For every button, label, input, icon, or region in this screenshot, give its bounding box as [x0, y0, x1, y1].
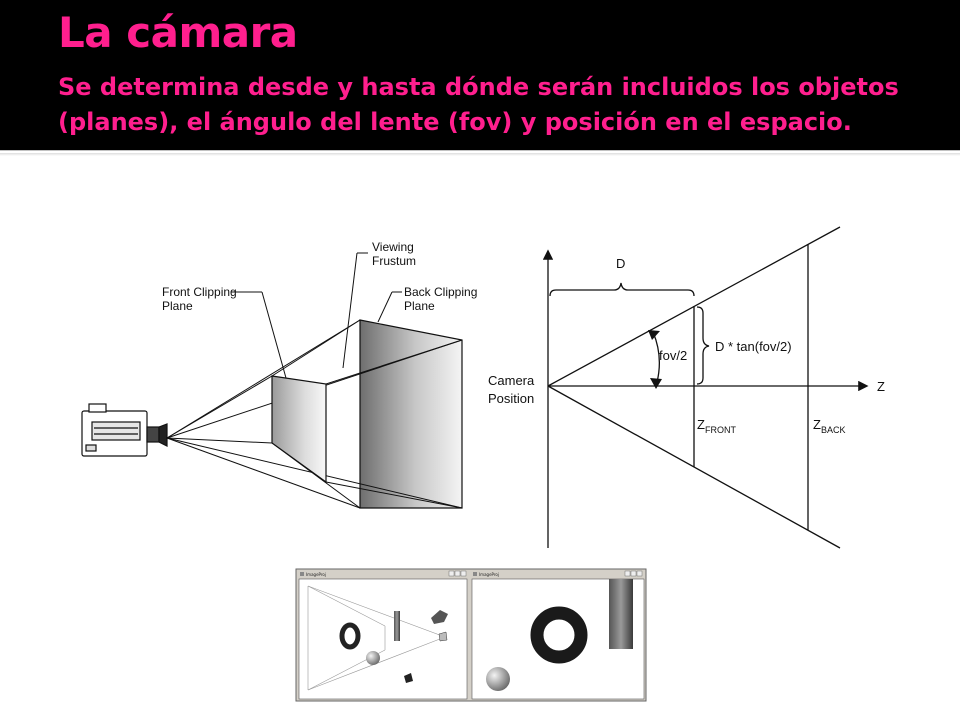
maximize-button[interactable] [630, 570, 637, 577]
header-divider [0, 151, 960, 153]
camera-marker-icon [438, 631, 448, 642]
fov-label: fov/2 [659, 348, 687, 363]
minimize-button[interactable] [624, 570, 631, 577]
app-screenshot: ImageProj ImageProj [295, 568, 647, 702]
slide-subtitle: Se determina desde y hasta dónde serán i… [58, 73, 899, 136]
cylinder-object [394, 611, 400, 641]
viewing-frustum-label-2: Frustum [372, 254, 416, 268]
sphere-object [486, 667, 510, 691]
window-app-icon [473, 572, 477, 576]
cube-object [404, 673, 413, 683]
front-clipping-label-2: Plane [162, 299, 193, 313]
maximize-button[interactable] [454, 570, 461, 577]
minimize-button[interactable] [448, 570, 455, 577]
camera-position-label-2: Position [488, 391, 534, 406]
distance-brace [549, 282, 695, 297]
slide-title: La cámara [58, 8, 298, 57]
back-clipping-label-1: Back Clipping [404, 285, 477, 299]
close-button[interactable] [460, 570, 467, 577]
close-button[interactable] [636, 570, 643, 577]
z-axis-label: Z [877, 379, 885, 394]
window-title-left: ImageProj [306, 572, 326, 577]
projection-diagram: D D * tan(fov/2) fov/2 Camera Position Z… [488, 226, 885, 549]
header-bar [0, 0, 960, 150]
half-height-brace [696, 306, 710, 385]
front-clipping-plane [271, 375, 327, 484]
camera-position-label-1: Camera [488, 373, 535, 388]
viewing-frustum-label-1: Viewing [372, 240, 414, 254]
torus-object [339, 622, 361, 650]
distance-label: D [616, 256, 625, 271]
window-perspective-view: ImageProj [297, 570, 468, 700]
front-clipping-label-1: Front Clipping [162, 285, 237, 299]
z-front-label: ZFRONT [697, 417, 736, 435]
callout-leaders [231, 252, 402, 379]
window-camera-view: ImageProj [470, 570, 645, 700]
cylinder-object [609, 579, 633, 649]
back-clipping-plane [359, 319, 463, 509]
frustum-diagram: Viewing Frustum Front Clipping Plane Bac… [81, 240, 477, 509]
video-camera-icon [81, 403, 168, 457]
z-back-label: ZBACK [813, 417, 845, 435]
back-clipping-label-2: Plane [404, 299, 435, 313]
fov-arrowheads [648, 330, 662, 389]
window-app-icon [300, 572, 304, 576]
torus-object [530, 606, 588, 664]
sphere-object [366, 651, 380, 665]
window-title-right: ImageProj [479, 572, 499, 577]
cone-object [431, 610, 448, 624]
header-divider-shadow [0, 150, 960, 156]
half-height-label: D * tan(fov/2) [715, 339, 792, 354]
